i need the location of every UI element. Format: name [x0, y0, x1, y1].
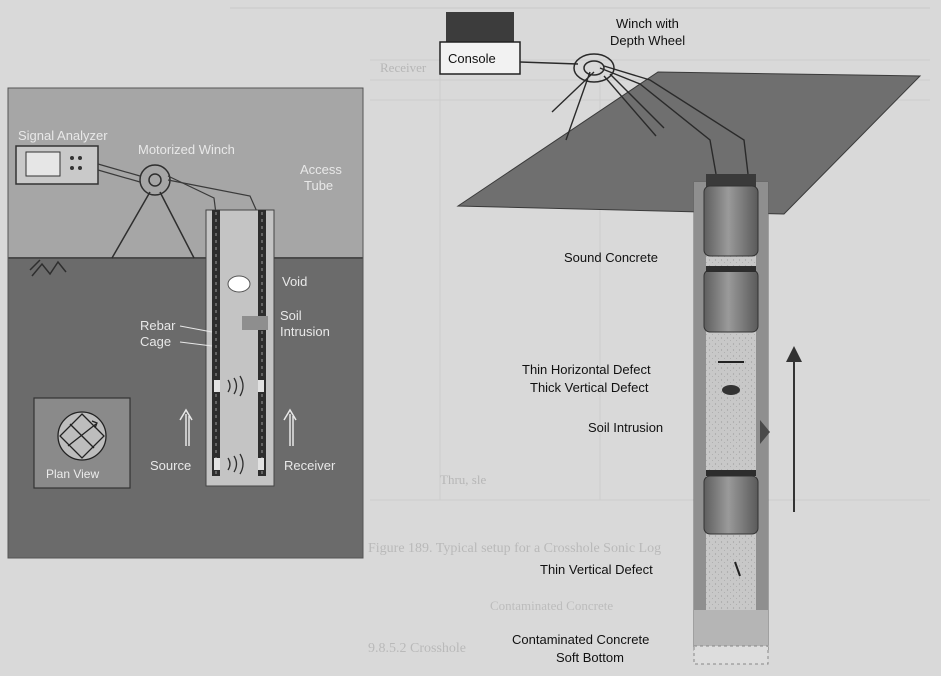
- access-tube-label: Access: [300, 162, 342, 177]
- console-label: Console: [448, 51, 496, 66]
- source-probe-upper: [214, 380, 220, 392]
- sound-concrete-label: Sound Concrete: [564, 250, 658, 265]
- probe-upper: [703, 269, 759, 333]
- signal-analyzer-icon: [15, 145, 99, 185]
- contaminated-concrete-label: Contaminated Concrete: [512, 632, 649, 647]
- receiver-label: Receiver: [284, 458, 336, 473]
- soil-intrusion-marker: [242, 316, 268, 330]
- source-label: Source: [150, 458, 191, 473]
- shaft-right-edge: [756, 182, 768, 650]
- ground-hatch: [29, 259, 67, 277]
- shaft-left-edge: [694, 182, 706, 650]
- soft-bottom-label: Soft Bottom: [556, 650, 624, 665]
- right-cables: [519, 61, 749, 175]
- source-probe-lower: [214, 458, 220, 470]
- right-shaft: [693, 181, 769, 651]
- thick-vertical-defect-label: Thick Vertical Defect: [530, 380, 649, 395]
- probe-direction-arrow-icon: [786, 346, 802, 512]
- soil-intrusion-label-2: Intrusion: [280, 324, 330, 339]
- ground-plate: [456, 71, 922, 215]
- background-page: Receiver Thru, sle Figure 189. Typical s…: [230, 7, 930, 656]
- receiver-probe-upper: [258, 380, 264, 392]
- plan-view-icon: [57, 411, 107, 461]
- ghost-word-2: Thru, sle: [440, 472, 486, 487]
- winch-label: Winch with: [616, 16, 679, 31]
- soft-bottom-marker: [693, 645, 769, 665]
- thin-horizontal-defect-label: Thin Horizontal Defect: [522, 362, 651, 377]
- right-diagram: Console: [439, 12, 922, 665]
- void-marker: [227, 275, 251, 293]
- plan-view-label: Plan View: [46, 467, 99, 481]
- rebar-cage-label: Rebar: [140, 318, 176, 333]
- thin-vertical-defect-marker: [734, 561, 741, 577]
- figure-caption: Figure 189. Typical setup for a Crosshol…: [368, 541, 661, 556]
- probe-collar: [706, 174, 756, 188]
- ghost-word-3: Contaminated Concrete: [490, 598, 613, 613]
- access-tubes: [212, 210, 266, 476]
- probe-lower: [703, 475, 759, 535]
- thin-vertical-defect-label: Thin Vertical Defect: [540, 562, 653, 577]
- soil-intrusion-marker-right: [760, 420, 770, 444]
- left-diagram: Signal Analyzer Motorized Winch: [7, 87, 364, 559]
- receiver-arrow-icon: [283, 408, 297, 446]
- console-box: [439, 41, 521, 75]
- winch-depth-wheel-icon: [573, 53, 615, 83]
- receiver-probe-lower: [258, 458, 264, 470]
- winch-label-2: Depth Wheel: [610, 33, 685, 48]
- console-screen: [446, 12, 514, 42]
- ghost-word-1: Receiver: [380, 60, 427, 75]
- section-heading: 9.8.5.2 Crosshole: [368, 641, 466, 656]
- rebar-cage-label-2: Cage: [140, 334, 171, 349]
- motorized-winch-label: Motorized Winch: [138, 142, 235, 157]
- access-tube-label-2: Tube: [304, 178, 333, 193]
- source-arrow-icon: [179, 408, 193, 446]
- thick-vertical-defect-marker: [722, 385, 740, 395]
- soft-bottom-zone: [694, 610, 768, 650]
- soil-intrusion-label-right: Soil Intrusion: [588, 420, 663, 435]
- void-label: Void: [282, 274, 307, 289]
- signal-analyzer-label: Signal Analyzer: [18, 128, 108, 143]
- probe-top: [703, 185, 759, 257]
- left-cables: [97, 163, 259, 215]
- soil-intrusion-label: Soil: [280, 308, 302, 323]
- sonic-wave-icon: [227, 375, 244, 475]
